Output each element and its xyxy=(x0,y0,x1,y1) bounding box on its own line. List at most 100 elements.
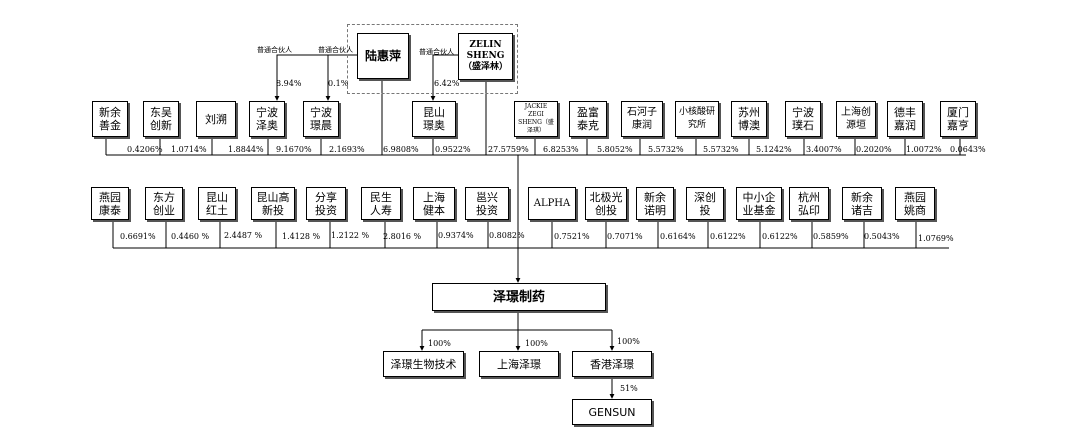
shareholder-name: 小核酸研究所 xyxy=(678,107,715,130)
shareholding-percent: 0.6164% xyxy=(660,232,696,241)
shareholder-box: 中小企业基金 xyxy=(736,187,782,220)
shareholding-percent: 0.4206% xyxy=(127,145,163,154)
shareholding-percent: 0.6122% xyxy=(710,232,746,241)
shareholder-box: 分享投资 xyxy=(306,187,346,220)
shareholder-name: 苏州博澳 xyxy=(738,106,760,132)
shareholder-name: 燕园康泰 xyxy=(99,190,121,217)
shareholder-box: 新余诺明 xyxy=(636,187,674,220)
shareholder-name: 宁波璞石 xyxy=(792,106,814,132)
shareholder-name: 上海健本 xyxy=(423,190,445,217)
gp-percent: 6.42% xyxy=(434,79,460,88)
shareholding-percent: 1.0769% xyxy=(918,234,954,243)
shareholding-percent: 0.7071% xyxy=(607,232,643,241)
shareholding-percent: 1.2122 % xyxy=(331,231,370,240)
controller-lu-huiping: 陆惠萍 xyxy=(357,33,409,79)
shareholder-box: ALPHA xyxy=(528,187,576,220)
subsidiary-box: 香港泽璟 xyxy=(572,351,652,377)
shareholding-percent: 0.0643% xyxy=(950,145,986,154)
shareholder-box: 上海健本 xyxy=(413,187,455,220)
shareholding-percent: 0.6691% xyxy=(120,232,156,241)
shareholder-box: 厦门嘉亨 xyxy=(940,101,976,137)
shareholder-name: 新余善金 xyxy=(99,106,121,132)
shareholder-box: 北极光创投 xyxy=(585,187,627,220)
shareholder-name: 德丰嘉润 xyxy=(894,106,916,132)
shareholder-box: 民生人寿 xyxy=(361,187,401,220)
controllers-dashed-frame xyxy=(347,24,518,94)
subsidiary-name: 上海泽璟 xyxy=(497,357,541,371)
shareholding-percent: 1.0714% xyxy=(171,145,207,154)
shareholder-box: 邕兴投资 xyxy=(465,187,509,220)
shareholding-percent: 27.5759% xyxy=(488,145,529,154)
company-name: 泽璟制药 xyxy=(492,289,545,305)
shareholding-percent: 0.6122% xyxy=(762,232,798,241)
shareholder-name: 昆山高新投 xyxy=(256,190,290,217)
shareholder-name: 昆山璟奥 xyxy=(423,106,445,132)
shareholder-box: 东吴创新 xyxy=(143,101,179,137)
shareholder-box: 宁波泽奥 xyxy=(249,101,285,137)
shareholder-name: 昆山红土 xyxy=(206,190,228,217)
shareholder-name: 深创投 xyxy=(694,190,716,217)
shareholder-box: 新余诸吉 xyxy=(842,187,882,220)
shareholding-percent: 5.1242% xyxy=(756,145,792,154)
shareholder-name: 民生人寿 xyxy=(370,190,392,217)
gensun-name: GENSUN xyxy=(588,405,636,419)
shareholding-percent: 9.1670% xyxy=(276,145,312,154)
shareholder-box: 盈富泰克 xyxy=(569,101,607,137)
shareholding-percent: 2.8016 % xyxy=(383,232,422,241)
shareholder-box: 杭州弘印 xyxy=(789,187,829,220)
shareholding-percent: 0.5859% xyxy=(813,232,849,241)
subsidiary-name: 泽璟生物技术 xyxy=(390,357,457,371)
controller-lu-huiping-label: 陆惠萍 xyxy=(364,48,401,63)
shareholding-percent: 0.9374% xyxy=(438,231,474,240)
shareholding-percent: 0.5043% xyxy=(864,232,900,241)
shareholding-percent: 2.4487 % xyxy=(224,231,263,240)
shareholder-box: 宁波璟晨 xyxy=(303,101,339,137)
shareholder-name: 宁波泽奥 xyxy=(256,106,278,132)
subsidiary-percent: 100% xyxy=(525,339,548,348)
shareholder-name: JACKIE ZEGI SHENG（盛泽琪） xyxy=(518,103,554,134)
subsidiary-box: 泽璟生物技术 xyxy=(383,351,464,377)
shareholder-name: 中小企业基金 xyxy=(742,190,776,217)
gp-label: 普通合伙人 xyxy=(419,48,454,56)
gp-label: 普通合伙人 xyxy=(257,46,292,54)
gensun-percent: 51% xyxy=(620,384,638,393)
gp-percent: 0.1% xyxy=(328,79,349,88)
subsidiary-percent: 100% xyxy=(617,337,640,346)
shareholding-percent: 1.4128 % xyxy=(282,232,321,241)
shareholder-box: 小核酸研究所 xyxy=(675,101,719,137)
shareholder-name: 宁波璟晨 xyxy=(310,106,332,132)
shareholding-percent: 2.1693% xyxy=(329,145,365,154)
shareholder-box: 燕园康泰 xyxy=(91,187,129,220)
shareholder-box: JACKIE ZEGI SHENG（盛泽琪） xyxy=(514,101,558,137)
shareholder-name: 东方创业 xyxy=(153,190,175,217)
shareholding-percent: 0.8082% xyxy=(489,231,525,240)
shareholding-percent: 5.5732% xyxy=(648,145,684,154)
shareholder-name: 杭州弘印 xyxy=(798,190,820,217)
shareholder-name: 上海创源垣 xyxy=(841,107,871,131)
shareholder-name: 东吴创新 xyxy=(150,106,172,132)
shareholder-box: 东方创业 xyxy=(145,187,183,220)
shareholding-percent: 6.9808% xyxy=(383,145,419,154)
subsidiary-box: 上海泽璟 xyxy=(479,351,559,377)
shareholder-box: 德丰嘉润 xyxy=(887,101,923,137)
company-box: 泽璟制药 xyxy=(432,283,606,311)
shareholder-name: 北极光创投 xyxy=(589,190,623,217)
shareholding-percent: 5.5732% xyxy=(703,145,739,154)
shareholding-percent: 0.7521% xyxy=(554,232,590,241)
shareholding-percent: 5.8052% xyxy=(597,145,633,154)
shareholder-name: 分享投资 xyxy=(315,190,337,217)
shareholder-box: 宁波璞石 xyxy=(785,101,821,137)
shareholder-name: 新余诺明 xyxy=(644,190,666,217)
shareholding-percent: 0.2020% xyxy=(856,145,892,154)
shareholding-percent: 0.4460 % xyxy=(171,232,210,241)
shareholding-percent: 3.4007% xyxy=(806,145,842,154)
shareholder-box: 新余善金 xyxy=(92,101,128,137)
shareholder-name: 邕兴投资 xyxy=(476,190,498,217)
gp-label: 普通合伙人 xyxy=(318,46,353,54)
subsidiary-percent: 100% xyxy=(428,339,451,348)
shareholder-name: 刘溯 xyxy=(205,112,227,126)
shareholder-name: 燕园姚商 xyxy=(904,190,926,217)
shareholder-box: 深创投 xyxy=(686,187,724,220)
